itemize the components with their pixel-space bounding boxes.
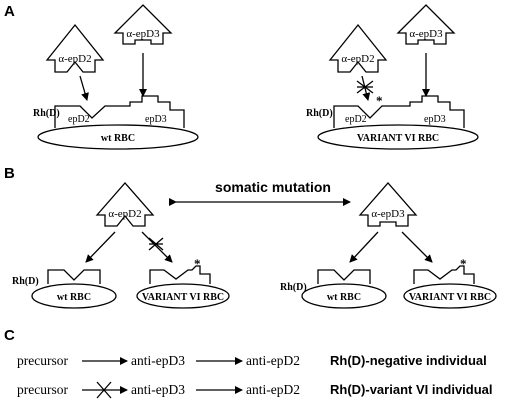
epitope-label: epD2 [68,114,90,125]
binding-arrow [85,231,116,263]
antibody-shape [328,23,388,73]
panel-a-right: α-epD2 α-epD3 * Rh(D) epD2 epD3 VARIANT … [306,4,479,150]
cell-label: wt RBC [327,292,361,303]
rh-label: Rh(D) [306,108,333,119]
epitope-label: epD2 [345,114,367,125]
mutation-star: * [194,256,201,271]
epitope-label: epD3 [424,114,446,125]
panel-b-right: α-epD3 Rh(D) wt RBC * VARIANT VI RBC [280,182,497,309]
rhd-protein-surface [54,95,185,128]
panel-a-left: α-epD2 α-epD3 Rh(D) epD2 epD3 wt RBC [33,4,199,150]
pathway-middle: anti-epD3 [131,353,185,368]
rhd-protein-surface [333,95,465,128]
pathway-start: precursor [17,382,68,397]
blocked-x-icon [356,80,374,94]
blocked-binding-arrow [141,231,173,263]
antibody-shape [358,182,418,227]
rhd-protein-surface [47,269,101,284]
rbc-membrane [301,283,387,309]
pathway-row-negative: precursor anti-epD3 anti-epD2 Rh(D)-nega… [17,353,487,368]
blocked-binding-arrow [361,75,371,101]
rh-label: Rh(D) [33,108,60,119]
binding-arrow [349,231,379,263]
rhd-protein-surface [317,269,371,284]
rh-label: Rh(D) [12,276,39,287]
somatic-mutation-label: somatic mutation [215,179,331,195]
blocked-x-icon [148,237,164,251]
antibody-label: α-epD2 [58,53,91,65]
cell-label: VARIANT VI RBC [142,292,224,303]
rbc-membrane [403,283,497,309]
panel-b-left: α-epD2 Rh(D) wt RBC * VARIANT VI RBC [12,182,230,309]
rhd-protein-surface [149,265,211,284]
cell-label: wt RBC [57,292,91,303]
antibody-shape [45,23,105,73]
rbc-membrane [317,124,479,150]
epitope-label: epD3 [145,114,167,125]
rbc-membrane [31,283,117,309]
antibody-label: α-epD3 [371,208,405,220]
rbc-membrane [37,124,199,150]
binding-arrow [79,75,89,101]
pathway-end: anti-epD2 [246,382,300,397]
panel-label-b: B [4,165,15,182]
antibody-label: α-epD3 [126,28,160,40]
antibody-shape [396,4,456,45]
cell-label: VARIANT VI RBC [409,292,491,303]
pathway-middle: anti-epD3 [131,382,185,397]
individual-label: Rh(D)-variant VI individual [330,382,493,397]
rh-label: Rh(D) [280,282,307,293]
cell-label: VARIANT VI RBC [357,133,439,144]
pathway-row-variant-vi: precursor anti-epD3 anti-epD2 Rh(D)-vari… [17,381,493,399]
individual-label: Rh(D)-negative individual [330,353,487,368]
binding-arrow [401,231,433,263]
antibody-shape [113,4,173,45]
mutation-star: * [460,256,467,271]
antibody-shape [95,182,155,227]
rbc-membrane [136,283,230,309]
mutation-star: * [376,93,383,108]
blocked-x-icon [96,381,112,399]
antibody-label: α-epD3 [409,28,443,40]
antibody-label: α-epD2 [341,53,374,65]
panel-label-c: C [4,327,15,344]
rhd-protein-surface [413,265,475,284]
antibody-label: α-epD2 [108,208,141,220]
pathway-end: anti-epD2 [246,353,300,368]
panel-label-a: A [4,3,15,20]
pathway-start: precursor [17,353,68,368]
cell-label: wt RBC [101,133,135,144]
